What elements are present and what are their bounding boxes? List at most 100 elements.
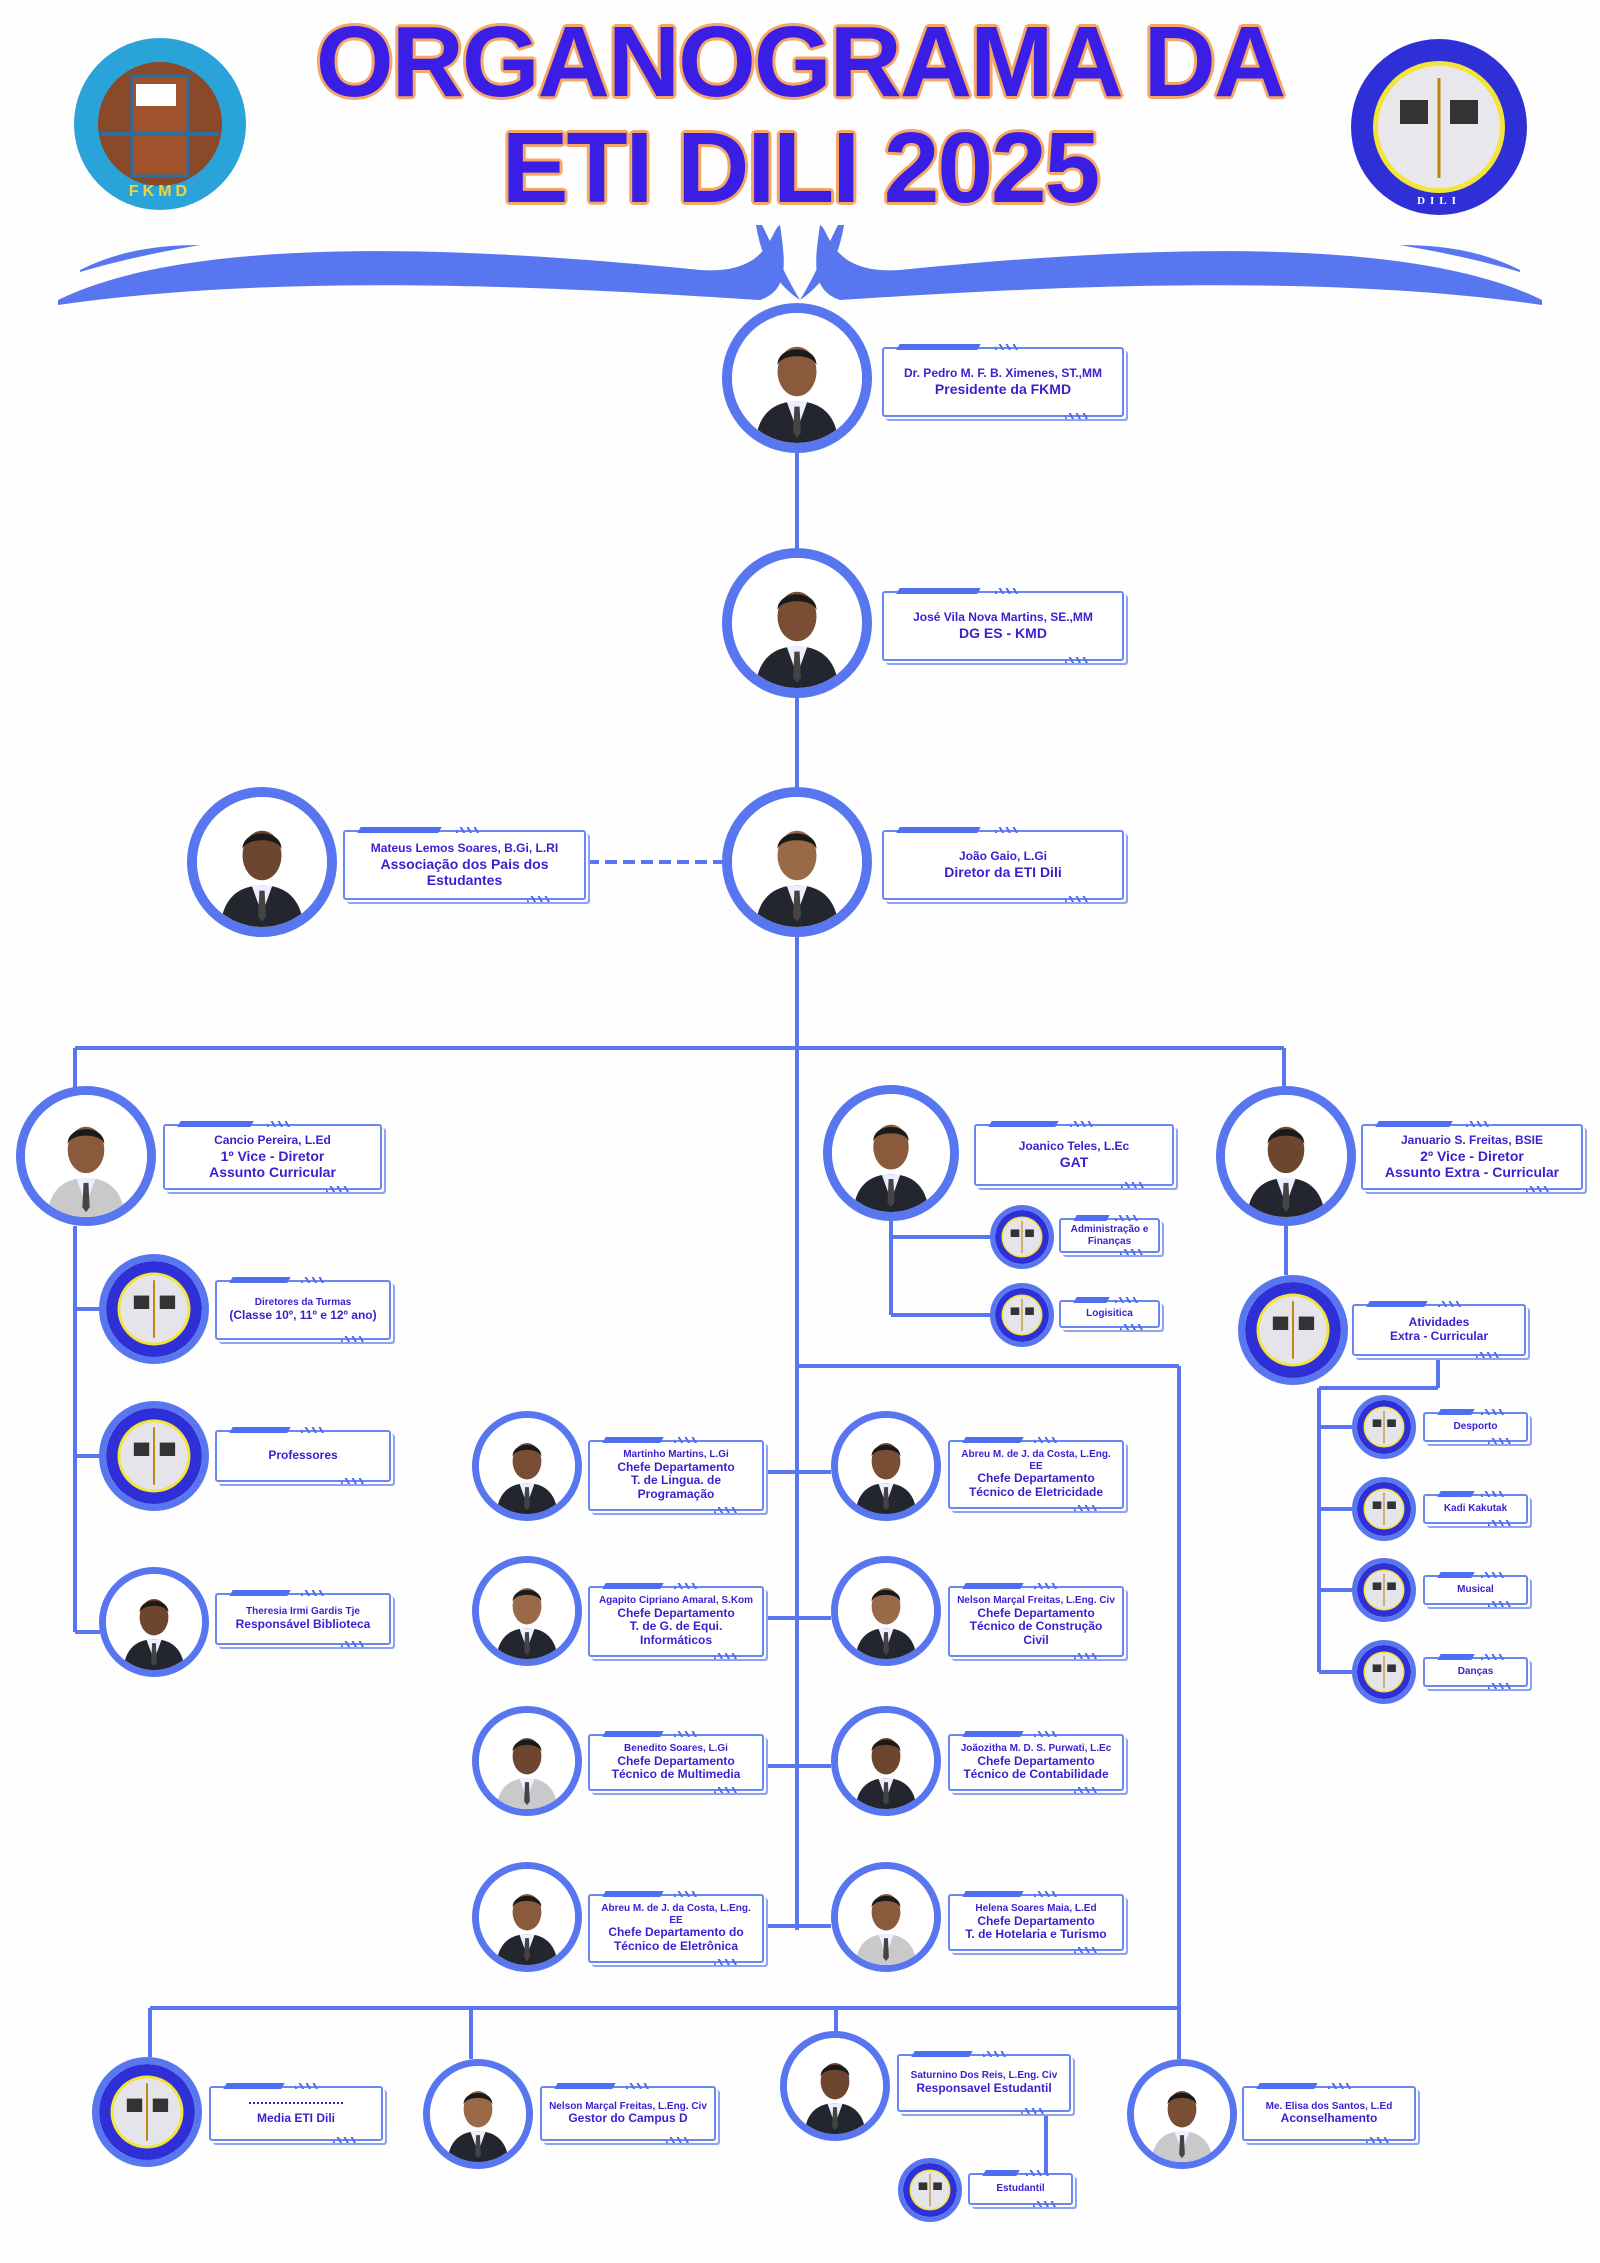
card-hash-mark: [1034, 1583, 1058, 1589]
card-accent-bar: [229, 1590, 292, 1596]
node-role: 1º Vice - Diretor: [220, 1147, 325, 1164]
card-accent-bar: [1256, 2083, 1318, 2089]
node-role-line2: Técnico de Eletricidade: [968, 1484, 1104, 1499]
node-role-line2: Assunto Extra - Curricular: [1384, 1163, 1560, 1180]
node-role: Atividades: [1408, 1315, 1470, 1330]
card-hash-mark: [301, 1590, 325, 1596]
org-node-card: Professores: [215, 1427, 391, 1484]
card-accent-bar: [602, 1731, 665, 1737]
person-photo: [831, 1556, 941, 1666]
card-accent-bar: [554, 2083, 617, 2089]
card-accent-bar: [962, 1891, 1025, 1897]
node-role: Presidente da FKMD: [934, 380, 1072, 397]
card-accent-bar: [229, 1427, 292, 1433]
card-hash-mark: [1026, 2170, 1050, 2176]
card-hash-mark: [626, 2083, 650, 2089]
node-role-line2: Assunto Curricular: [209, 1163, 336, 1180]
card-accent-bar: [1366, 1301, 1428, 1307]
node-role: Chefe Departamento: [977, 1471, 1095, 1485]
org-node-card: Danças: [1423, 1654, 1528, 1689]
node-name: Agapito Cipriano Amaral, S.Kom: [598, 1595, 754, 1606]
card-hash-mark: [1034, 1437, 1058, 1443]
card-hash-mark: [1481, 1491, 1505, 1497]
card-accent-bar: [602, 1891, 665, 1897]
person-photo: [1216, 1086, 1356, 1226]
node-role: Kadi Kakutak: [1443, 1503, 1508, 1515]
node-role: Chefe Departamento: [617, 1753, 735, 1768]
node-name: Diretores da Turmas: [254, 1297, 352, 1309]
card-accent-bar: [1437, 1491, 1476, 1497]
card-hash-mark: [340, 1641, 365, 1647]
card-hash-mark: [1487, 1601, 1512, 1607]
card-hash-mark: [1487, 1683, 1512, 1689]
card-hash-mark: [1115, 1215, 1139, 1221]
card-accent-bar: [896, 344, 981, 350]
card-hash-mark: [713, 1958, 738, 1965]
card-accent-bar: [223, 2083, 285, 2089]
card-hash-mark: [1032, 2201, 1057, 2207]
card-hash-mark: [1070, 1121, 1094, 1127]
svg-text:FKMD: FKMD: [129, 183, 191, 200]
eti-seal-icon: [898, 2158, 962, 2222]
node-role-line2: T. de Hotelaria e Turismo: [965, 1927, 1107, 1942]
card-hash-mark: [1481, 1409, 1505, 1415]
node-name: Theresia Irmi Gardis Tje: [246, 1606, 360, 1618]
title-line-2: ETI DILI 2025: [501, 112, 1100, 224]
node-name: Joanico Teles, L.Ec: [1018, 1139, 1130, 1154]
eti-seal-icon: [990, 1205, 1054, 1269]
card-hash-mark: [983, 2051, 1007, 2057]
node-role-line2: Extra - Curricular: [1389, 1329, 1489, 1343]
node-role: Logisitica: [1086, 1308, 1133, 1320]
dotted-placeholder: [248, 2101, 344, 2104]
node-name: Mateus Lemos Soares, B.Gi, L.RI: [370, 841, 559, 855]
card-hash-mark: [665, 2137, 690, 2143]
node-name: Nelson Marçal Freitas, L.Eng. Civ: [957, 1595, 1115, 1606]
header-ornament: [58, 225, 1542, 305]
card-hash-mark: [1487, 1520, 1512, 1526]
node-name: Helena Soares Maia, L.Ed: [975, 1903, 1097, 1914]
node-role-line2: Técnico de Eletrônica: [613, 1938, 739, 1953]
person-photo: [472, 1411, 582, 1521]
card-hash-mark: [995, 588, 1019, 594]
node-name: Benedito Soares, L.Gi: [624, 1743, 728, 1754]
card-hash-mark: [333, 2137, 358, 2143]
eti-logo: DILI: [1351, 39, 1527, 215]
card-hash-mark: [674, 1437, 698, 1443]
node-role: Responsável Biblioteca: [235, 1616, 371, 1631]
person-photo: [722, 303, 872, 453]
card-accent-bar: [1375, 1121, 1453, 1127]
card-hash-mark: [1034, 1891, 1058, 1897]
card-hash-mark: [295, 2083, 319, 2089]
person-photo: [16, 1086, 156, 1226]
card-hash-mark: [526, 896, 551, 902]
card-accent-bar: [602, 1437, 665, 1443]
person-photo: [187, 787, 337, 937]
card-hash-mark: [674, 1891, 698, 1897]
node-role: Professores: [268, 1448, 338, 1463]
person-photo: [472, 1556, 582, 1666]
node-role: Danças: [1457, 1666, 1494, 1678]
eti-seal-icon: [1352, 1558, 1416, 1622]
node-role: Desporto: [1453, 1421, 1498, 1433]
title-line-1: ORGANOGRAMA DA: [315, 6, 1286, 118]
card-hash-mark: [1064, 657, 1089, 663]
eti-seal-icon: [990, 1283, 1054, 1347]
node-role: Administração e Finanças: [1070, 1224, 1149, 1247]
node-role: DG ES - KMD: [959, 624, 1047, 641]
card-hash-mark: [713, 1652, 738, 1659]
card-hash-mark: [301, 1277, 325, 1283]
card-hash-mark: [995, 827, 1019, 833]
org-node-card: Estudantil: [968, 2170, 1073, 2207]
node-role: Media ETI Dili: [256, 2110, 335, 2125]
